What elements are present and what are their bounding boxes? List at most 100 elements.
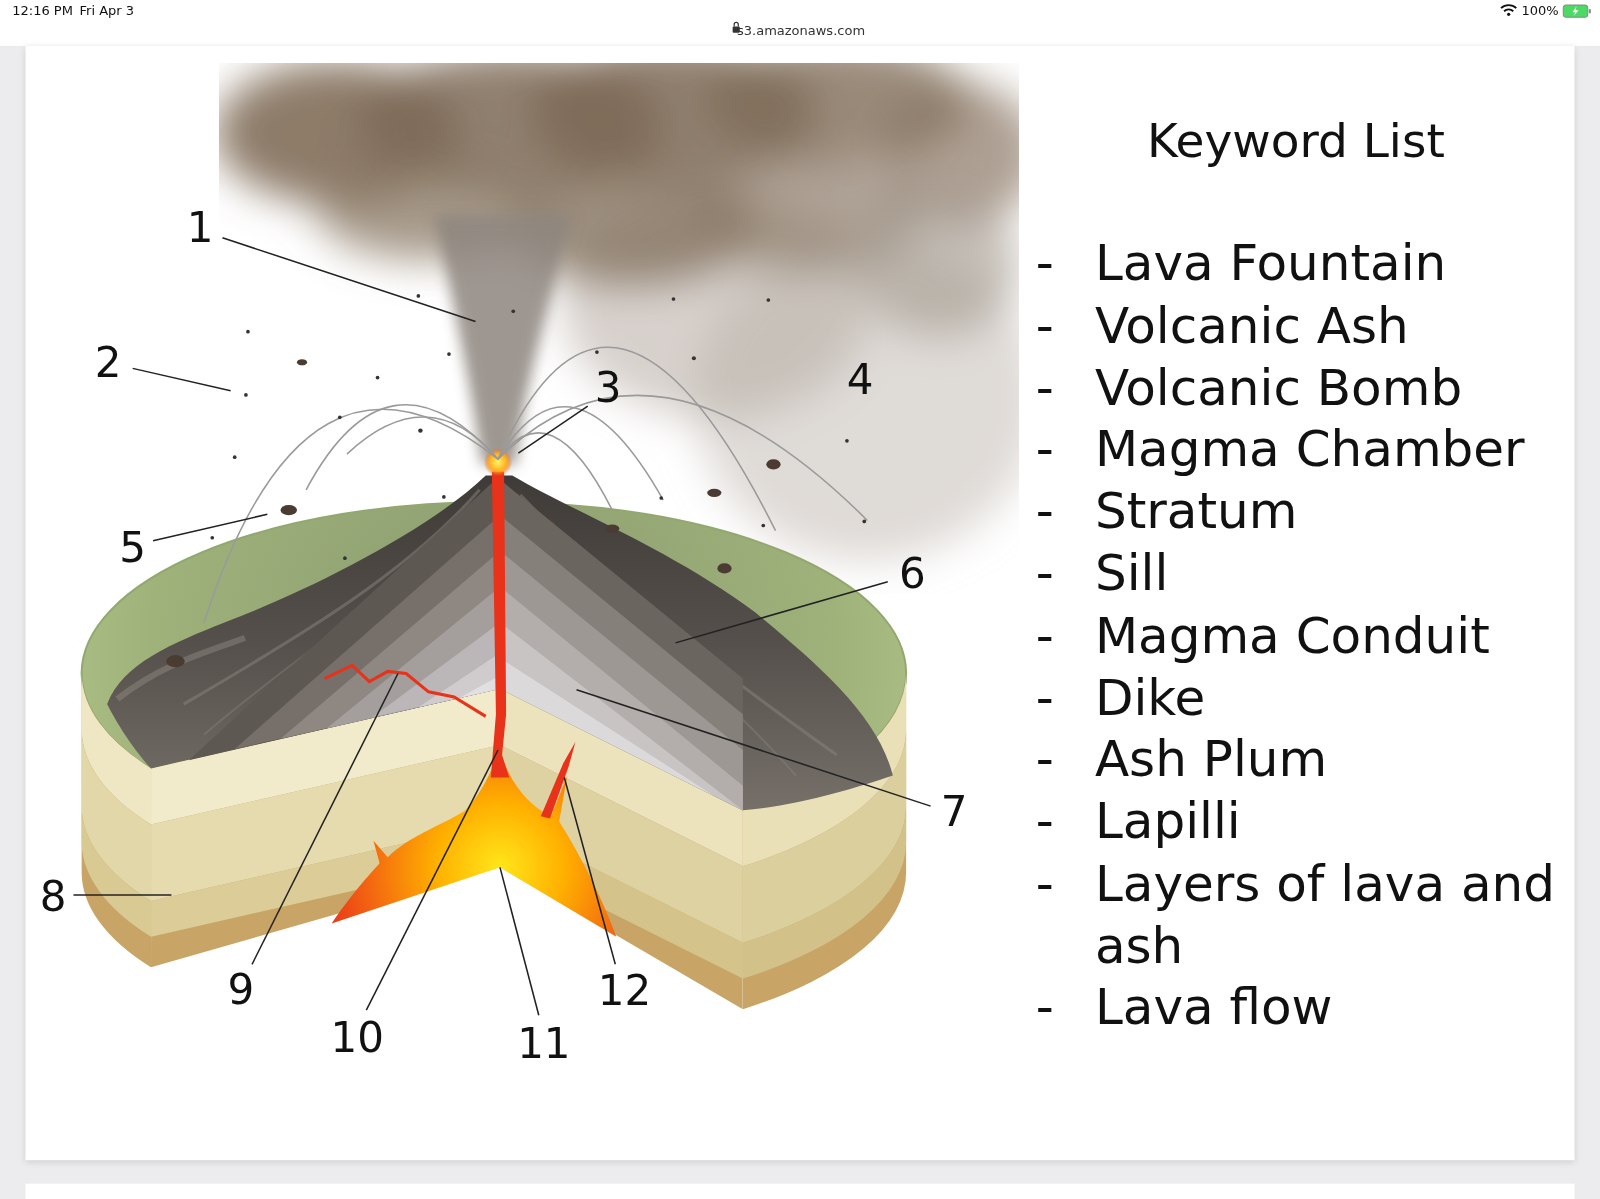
leader-lines-part xyxy=(222,238,475,322)
status-icons-part xyxy=(1589,9,1591,13)
status-icons-part xyxy=(1572,6,1578,16)
ballistic-paths xyxy=(204,347,867,622)
tephra-part-part xyxy=(246,330,250,334)
magma-part xyxy=(541,742,576,819)
callout-number: 5 xyxy=(119,523,146,573)
block-side-right-part xyxy=(743,806,906,978)
ballistic-paths-part xyxy=(204,409,498,622)
block-side-left-part xyxy=(82,806,151,937)
status-icons-part xyxy=(1507,13,1510,16)
tephra-part-part xyxy=(659,496,663,500)
tephra-part xyxy=(210,294,866,560)
tephra-part-part xyxy=(418,428,422,432)
list-dash: - xyxy=(1036,357,1054,419)
keyword-text: Volcanic Bomb xyxy=(1095,357,1462,419)
tephra-part-part xyxy=(447,352,451,356)
keyword-text: Volcanic Ash xyxy=(1095,295,1409,357)
tephra-part-part xyxy=(672,297,676,301)
list-dash: - xyxy=(1036,667,1054,729)
tephra-part xyxy=(281,505,297,515)
list-dash: - xyxy=(1036,295,1054,357)
list-dash: - xyxy=(1036,418,1054,480)
ash-column-part xyxy=(434,214,572,464)
callout-number: 4 xyxy=(847,355,874,405)
magma-part xyxy=(324,665,485,716)
tephra-part-part xyxy=(376,376,380,380)
keyword-text: Magma Conduit xyxy=(1095,605,1490,667)
tephra-part-part xyxy=(511,309,515,313)
tephra-part-part xyxy=(417,294,421,298)
ballistic-paths-part xyxy=(498,347,776,530)
cone-cross-section-part xyxy=(500,622,743,810)
keyword-text: Ash Plum xyxy=(1095,728,1327,790)
cone-cross-section-part xyxy=(372,622,500,717)
leader-lines-part xyxy=(564,778,615,965)
tephra-part-part xyxy=(761,524,765,528)
cone-cross-section-part xyxy=(189,478,500,761)
leader-lines xyxy=(73,238,930,1016)
callout-number: 2 xyxy=(95,338,122,388)
keyword-text: Lava Fountain xyxy=(1095,232,1446,294)
list-dash: - xyxy=(1036,853,1054,915)
tephra-part-part xyxy=(233,455,237,459)
leader-lines-part xyxy=(676,582,888,643)
list-dash: - xyxy=(1036,232,1054,294)
keyword-text: Dike xyxy=(1095,667,1205,729)
cone-cross-section-part xyxy=(327,587,500,729)
keyword-text: Magma Chamber xyxy=(1095,418,1525,480)
cut-face-left-part xyxy=(151,689,500,990)
ballistic-paths-part xyxy=(498,395,867,520)
ash-cloud xyxy=(219,63,1018,561)
tephra-part-part xyxy=(244,393,248,397)
cone-cross-section-part xyxy=(500,587,743,810)
cone-cross-section-part xyxy=(500,658,714,796)
tephra-part-part xyxy=(692,356,696,360)
list-dash: - xyxy=(1036,976,1054,1038)
ash-cloud-part-part xyxy=(857,194,1018,337)
tephra-part-part xyxy=(343,556,347,560)
callout-number: 12 xyxy=(598,966,651,1016)
cone-surface-part xyxy=(117,638,245,699)
tephra-part-part xyxy=(767,298,771,302)
leader-lines-part xyxy=(153,514,267,541)
callout-number: 6 xyxy=(899,549,926,599)
tephra-part-part xyxy=(210,536,214,540)
tephra-part xyxy=(707,489,721,497)
callout-number: 9 xyxy=(227,965,254,1015)
cone-cross-section-part xyxy=(235,515,500,749)
cone-cross-section-part xyxy=(500,480,743,811)
status-icons-part xyxy=(1504,9,1513,11)
callout-number: 11 xyxy=(517,1019,570,1069)
keyword-text: Stratum xyxy=(1095,480,1298,542)
keyword-text: Lava flow xyxy=(1095,976,1333,1038)
leader-lines-part xyxy=(577,690,931,806)
callout-number: 10 xyxy=(330,1013,383,1063)
leader-lines-part xyxy=(500,867,539,1015)
callout-number: 8 xyxy=(40,872,67,922)
callout-number: 7 xyxy=(941,787,968,837)
cut-face-left xyxy=(151,689,500,990)
keyword-text: Lapilli xyxy=(1095,790,1241,852)
status-bar-text: s3.amazonaws.com xyxy=(737,23,865,39)
list-dash: - xyxy=(1036,480,1054,542)
ballistic-paths-part xyxy=(306,405,498,490)
tephra-part xyxy=(166,655,184,667)
tephra xyxy=(166,294,866,667)
tephra-part-part xyxy=(862,520,866,524)
magma-part xyxy=(332,750,500,923)
list-dash: - xyxy=(1036,542,1054,604)
list-dash: - xyxy=(1036,790,1054,852)
tephra-part xyxy=(605,525,619,533)
keyword-text: Layers of lava and ash xyxy=(1095,853,1595,977)
status-bar-text: Fri Apr 3 xyxy=(80,3,135,19)
cone-cross-section-part xyxy=(500,551,743,810)
callout-number: 3 xyxy=(595,363,622,413)
status-bar-text: 100% xyxy=(1521,3,1558,19)
magma xyxy=(324,448,616,937)
leader-lines-part xyxy=(518,406,587,453)
tephra-part xyxy=(766,459,780,469)
